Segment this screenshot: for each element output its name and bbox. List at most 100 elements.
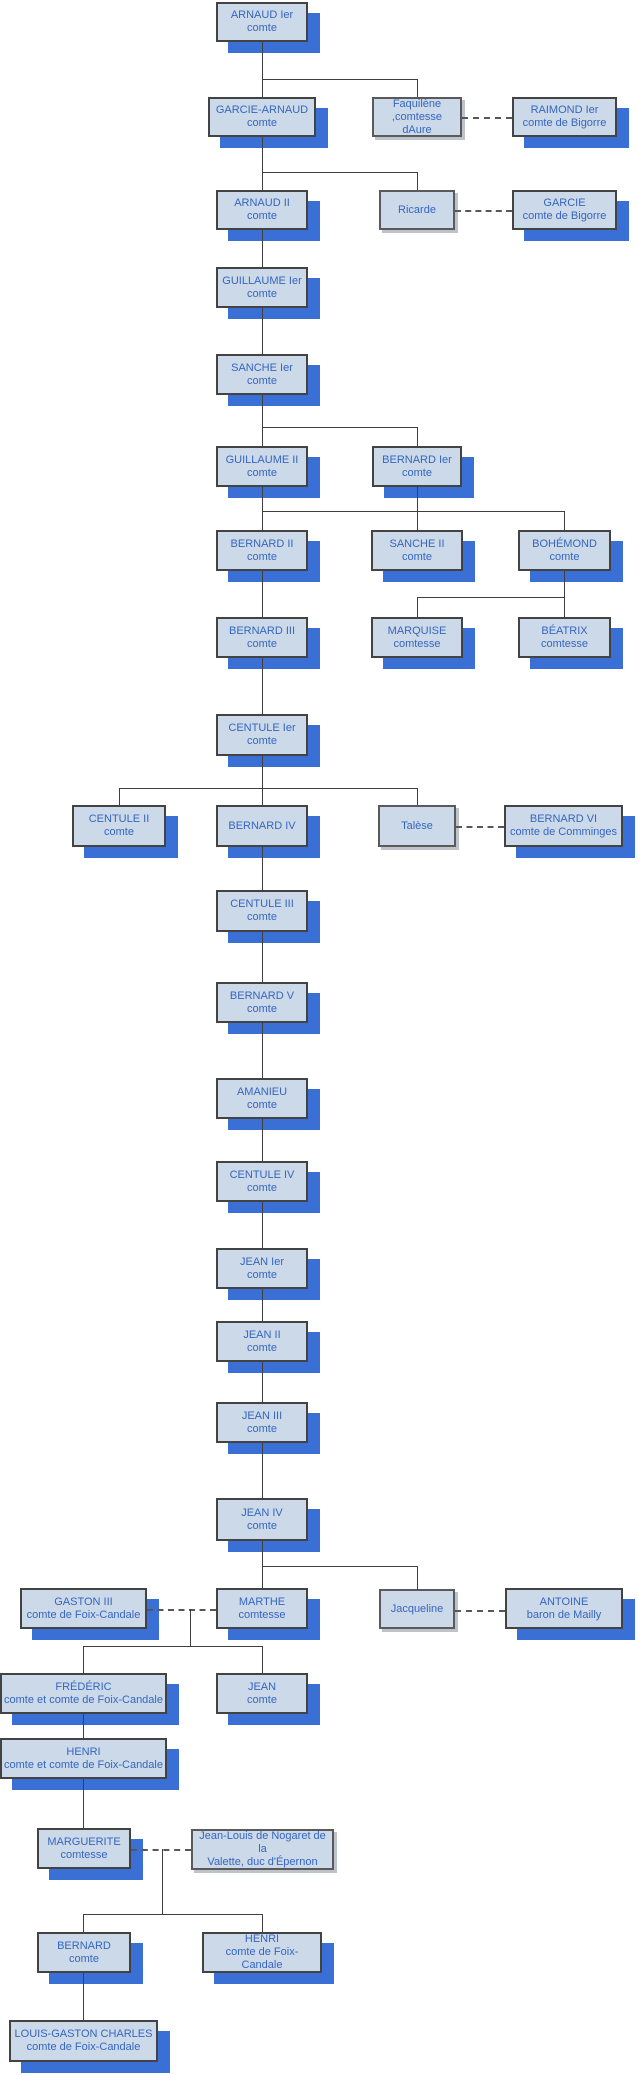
person-title: comte de Foix-Candale: [26, 1608, 141, 1621]
person-name: CENTULE II: [88, 813, 150, 825]
person-title: comte de Bigorre: [522, 117, 607, 129]
descent-line: [417, 1566, 418, 1590]
person-title: comte: [247, 735, 277, 747]
person-title: comte: [69, 1952, 99, 1965]
person-box-ricarde: Ricarde: [379, 190, 455, 230]
person-name: Ricarde: [398, 203, 436, 216]
person-name: AMANIEU: [236, 1085, 288, 1098]
descent-line: [262, 571, 263, 617]
descent-line: [262, 137, 263, 190]
person-name: JEAN III: [241, 1409, 283, 1422]
person-box-talese: Talèse: [378, 805, 456, 847]
person-name: BERNARD III: [228, 624, 295, 637]
person-name: HENRI: [66, 1745, 101, 1758]
descent-line: [83, 1646, 84, 1673]
person-name: HENRI: [244, 1933, 280, 1945]
descent-line: [262, 1289, 263, 1321]
descent-line: [262, 1119, 263, 1161]
person-title: comte: [247, 466, 277, 479]
person-name: ANTOINE: [539, 1595, 589, 1608]
descent-line: [162, 1849, 163, 1914]
person-name: BERNARD: [57, 1939, 111, 1952]
person-title: comte: [247, 22, 277, 34]
person-name: Faquilène: [392, 97, 442, 110]
descent-line: [262, 172, 417, 173]
person-name: JEAN: [247, 1680, 277, 1693]
descent-line: [83, 1914, 262, 1915]
descent-line: [564, 597, 565, 617]
person-name: BERNARD IV: [228, 819, 296, 832]
descent-line: [262, 1023, 263, 1078]
descent-line: [262, 79, 417, 80]
person-name: JEAN II: [243, 1328, 281, 1341]
person-title: comte: [247, 1341, 277, 1354]
person-title: comtesse: [238, 1608, 286, 1621]
person-name: GARCIE: [543, 197, 586, 209]
marriage-dashed-line: [456, 826, 504, 828]
person-title: comte de Foix-Candale: [225, 1946, 299, 1971]
descent-line: [262, 308, 263, 354]
person-name: CENTULE Ier: [228, 722, 296, 734]
descent-line: [262, 487, 263, 530]
person-title: comte: [402, 550, 432, 563]
descent-line: [83, 1914, 84, 1932]
descent-line: [417, 487, 418, 511]
person-name: ARNAUD Ier: [230, 9, 294, 21]
person-title: comte: [247, 637, 277, 650]
person-name: SANCHE Ier: [231, 361, 293, 374]
descent-line: [262, 1914, 263, 1932]
person-name: CENTULE III: [230, 898, 294, 910]
person-name: BERNARD II: [230, 537, 294, 550]
person-name: MARTHE: [238, 1595, 286, 1608]
descent-line: [262, 1566, 417, 1567]
descent-line: [417, 597, 418, 617]
person-name: BERNARD VI: [529, 813, 598, 825]
descent-line: [262, 1443, 263, 1498]
descent-line: [262, 932, 263, 982]
person-title: comte: [247, 1098, 277, 1111]
person-title: comte: [104, 826, 134, 838]
descent-line: [417, 427, 418, 446]
marriage-dashed-line: [455, 210, 512, 212]
person-title: comte de Bigorre: [522, 210, 607, 222]
person-title: comtesse: [393, 637, 441, 650]
person-name: BÉATRIX: [541, 624, 588, 637]
person-name: GASTON III: [54, 1595, 113, 1608]
descent-line: [119, 788, 120, 805]
descent-line: [417, 511, 418, 530]
descent-line: [262, 1202, 263, 1248]
person-name: BERNARD Ier: [382, 453, 452, 466]
descent-line: [83, 1646, 262, 1647]
person-name: GUILLAUME Ier: [222, 274, 302, 287]
descent-line: [417, 597, 564, 598]
person-name: CENTULE IV: [229, 1168, 295, 1181]
person-name: ARNAUD II: [234, 197, 290, 209]
